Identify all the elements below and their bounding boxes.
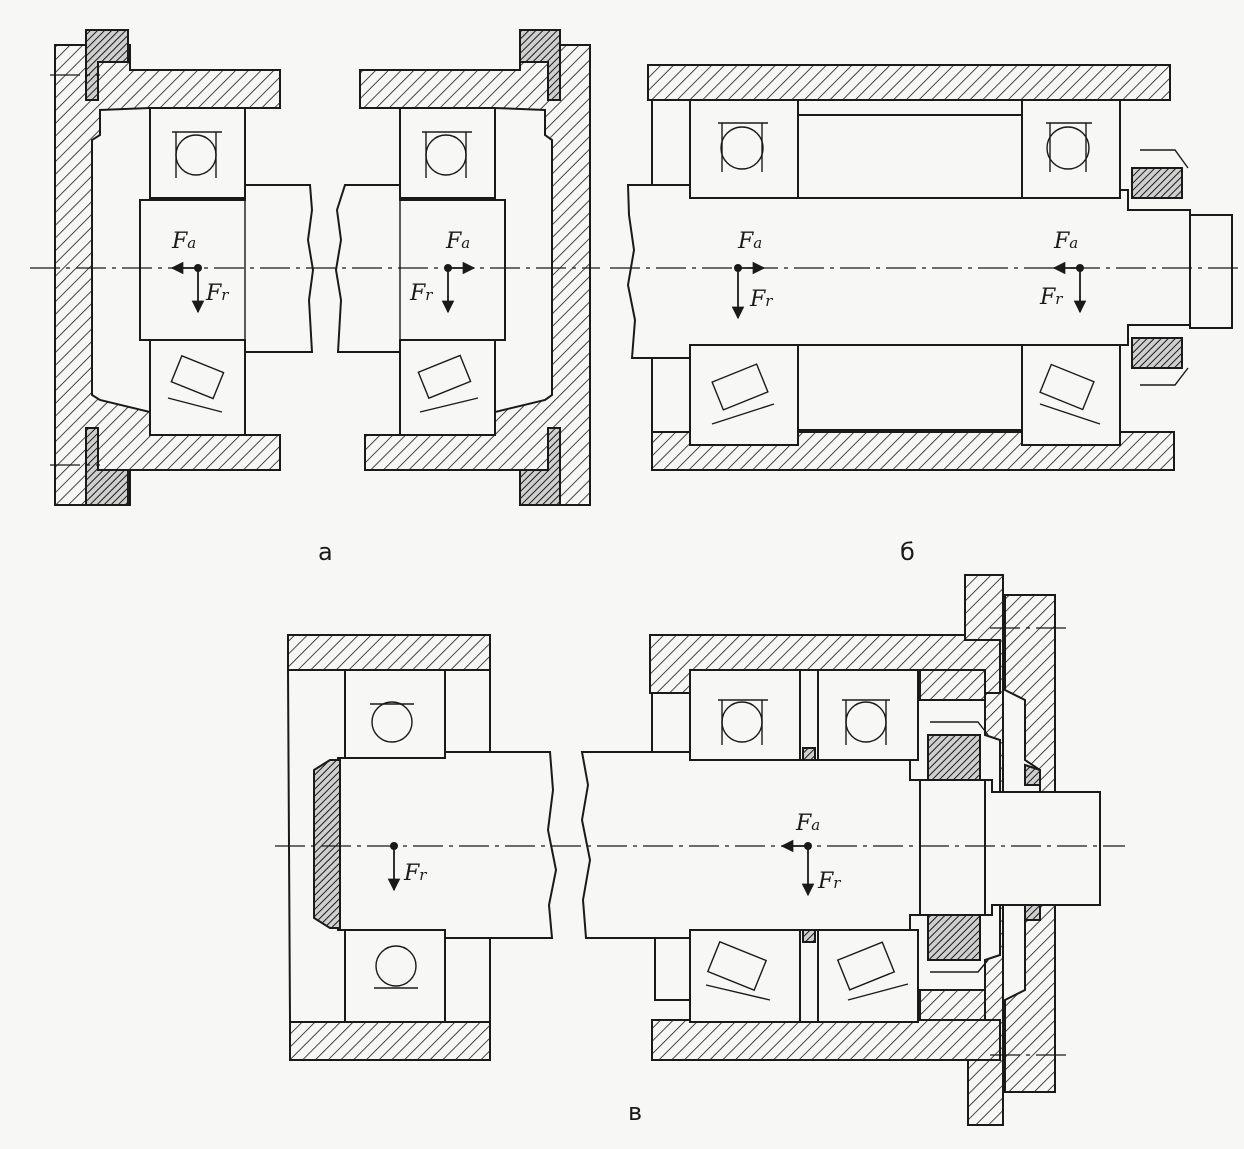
panel-v-left-ball-bearing-bottom xyxy=(344,929,446,1023)
panel-b-right-radial-label: Fr xyxy=(1039,285,1063,310)
panel-b-nut-top xyxy=(1131,167,1183,199)
panel-a-right-cover xyxy=(519,29,561,101)
panel-v-caption: в xyxy=(628,1098,642,1126)
panel-b-left-axial-label: Fa xyxy=(737,229,762,254)
panel-v-right-housing-bottom xyxy=(651,1019,1001,1061)
panel-v-left-radial-label: Fr xyxy=(403,861,427,886)
panel-v-right-shaft xyxy=(580,751,1101,939)
panel-b-right-ball-bearing xyxy=(1021,99,1121,199)
panel-a: Fa Fr Fa Fr а xyxy=(30,29,600,566)
panel-b-left-radial-label: Fr xyxy=(749,287,773,312)
panel-a-left-radial-label: Fr xyxy=(205,281,229,306)
panel-a-right-cover-lower xyxy=(519,427,561,506)
panel-v-left-endcap xyxy=(313,759,341,929)
panel-a-left-roller-bearing xyxy=(149,339,246,436)
panel-a-right-roller-bearing xyxy=(399,339,496,436)
panel-b-left-roller-bearing xyxy=(689,344,799,446)
panel-b-housing-top xyxy=(647,64,1171,101)
panel-v-right-roller-bearing-1 xyxy=(689,929,801,1023)
panel-v-right-roller-bearing-2 xyxy=(817,929,919,1023)
panel-b-right-roller-bearing xyxy=(1021,344,1121,446)
panel-a-right-ball-bearing xyxy=(399,107,496,199)
panel-a-right-radial-label: Fr xyxy=(409,281,433,306)
panel-v-right-radial-label: Fr xyxy=(817,869,841,894)
panel-v-flange xyxy=(964,574,1004,1126)
panel-a-right-axial-label: Fa xyxy=(445,229,470,254)
panel-v-left-ball-bearing-top xyxy=(344,669,446,759)
panel-a-left-housing xyxy=(54,44,281,506)
panel-b-nut-bottom xyxy=(1131,337,1183,369)
panel-a-caption: а xyxy=(318,538,333,566)
panel-b-left-ball-bearing xyxy=(689,99,799,199)
panel-v-nut-top xyxy=(927,734,981,781)
panel-v-right-axial-label: Fa xyxy=(795,811,820,836)
panel-a-left-cover-lower xyxy=(85,427,129,506)
panel-v: Fr Fa Fr в xyxy=(275,574,1125,1126)
panel-v-right-ball-bearing-1 xyxy=(689,669,801,761)
panel-v-left-housing-top xyxy=(287,634,491,671)
panel-b-right-axial-label: Fa xyxy=(1053,229,1078,254)
panel-v-nut-bottom xyxy=(927,914,981,961)
panel-b-shaft xyxy=(626,184,1191,359)
panel-v-right-ball-bearing-2 xyxy=(817,669,919,761)
panel-b-caption: б xyxy=(900,538,915,566)
panel-v-left-shaft xyxy=(337,751,558,939)
panel-v-left-housing-bottom xyxy=(289,1021,491,1061)
panel-a-left-cover xyxy=(85,29,129,101)
panel-b: Fa Fr Fa Fr б xyxy=(610,64,1240,566)
panel-a-left-ball-bearing xyxy=(149,107,246,199)
panel-a-left-axial-label: Fa xyxy=(171,229,196,254)
